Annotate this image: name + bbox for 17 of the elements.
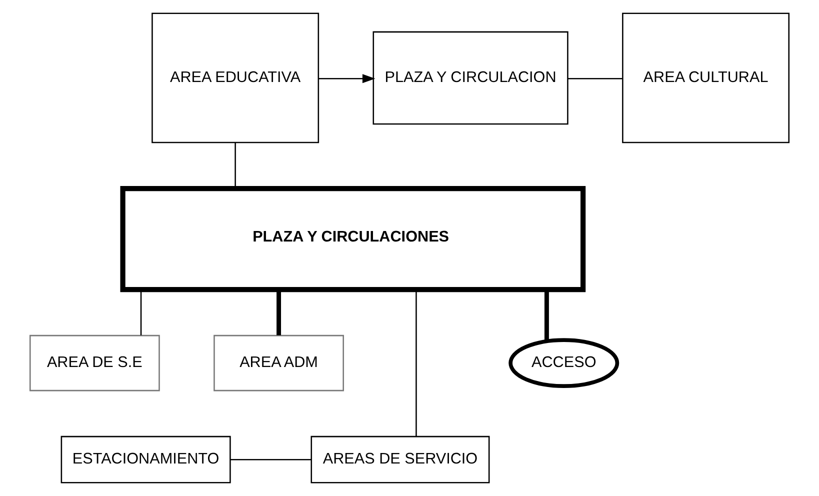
- node-box: AREA DE S.E: [29, 334, 160, 392]
- node-box: AREA ADM: [214, 334, 344, 392]
- connector: [276, 290, 282, 336]
- arrow: [318, 74, 376, 84]
- connector: [234, 142, 236, 188]
- connector: [544, 290, 549, 342]
- node-box: AREA EDUCATIVA: [152, 12, 320, 144]
- connector: [568, 78, 622, 80]
- node-box: PLAZA Y CIRCULACIONES: [120, 186, 586, 292]
- connector: [230, 458, 312, 460]
- node-ellipse: ACCESO: [508, 338, 620, 388]
- node-box: AREA CULTURAL: [622, 12, 790, 144]
- node-box: PLAZA Y CIRCULACION: [372, 31, 568, 125]
- node-box: AREAS DE SERVICIO: [310, 436, 490, 484]
- connector: [416, 290, 417, 436]
- node-box: ESTACIONAMIENTO: [60, 436, 231, 484]
- connector: [140, 290, 142, 336]
